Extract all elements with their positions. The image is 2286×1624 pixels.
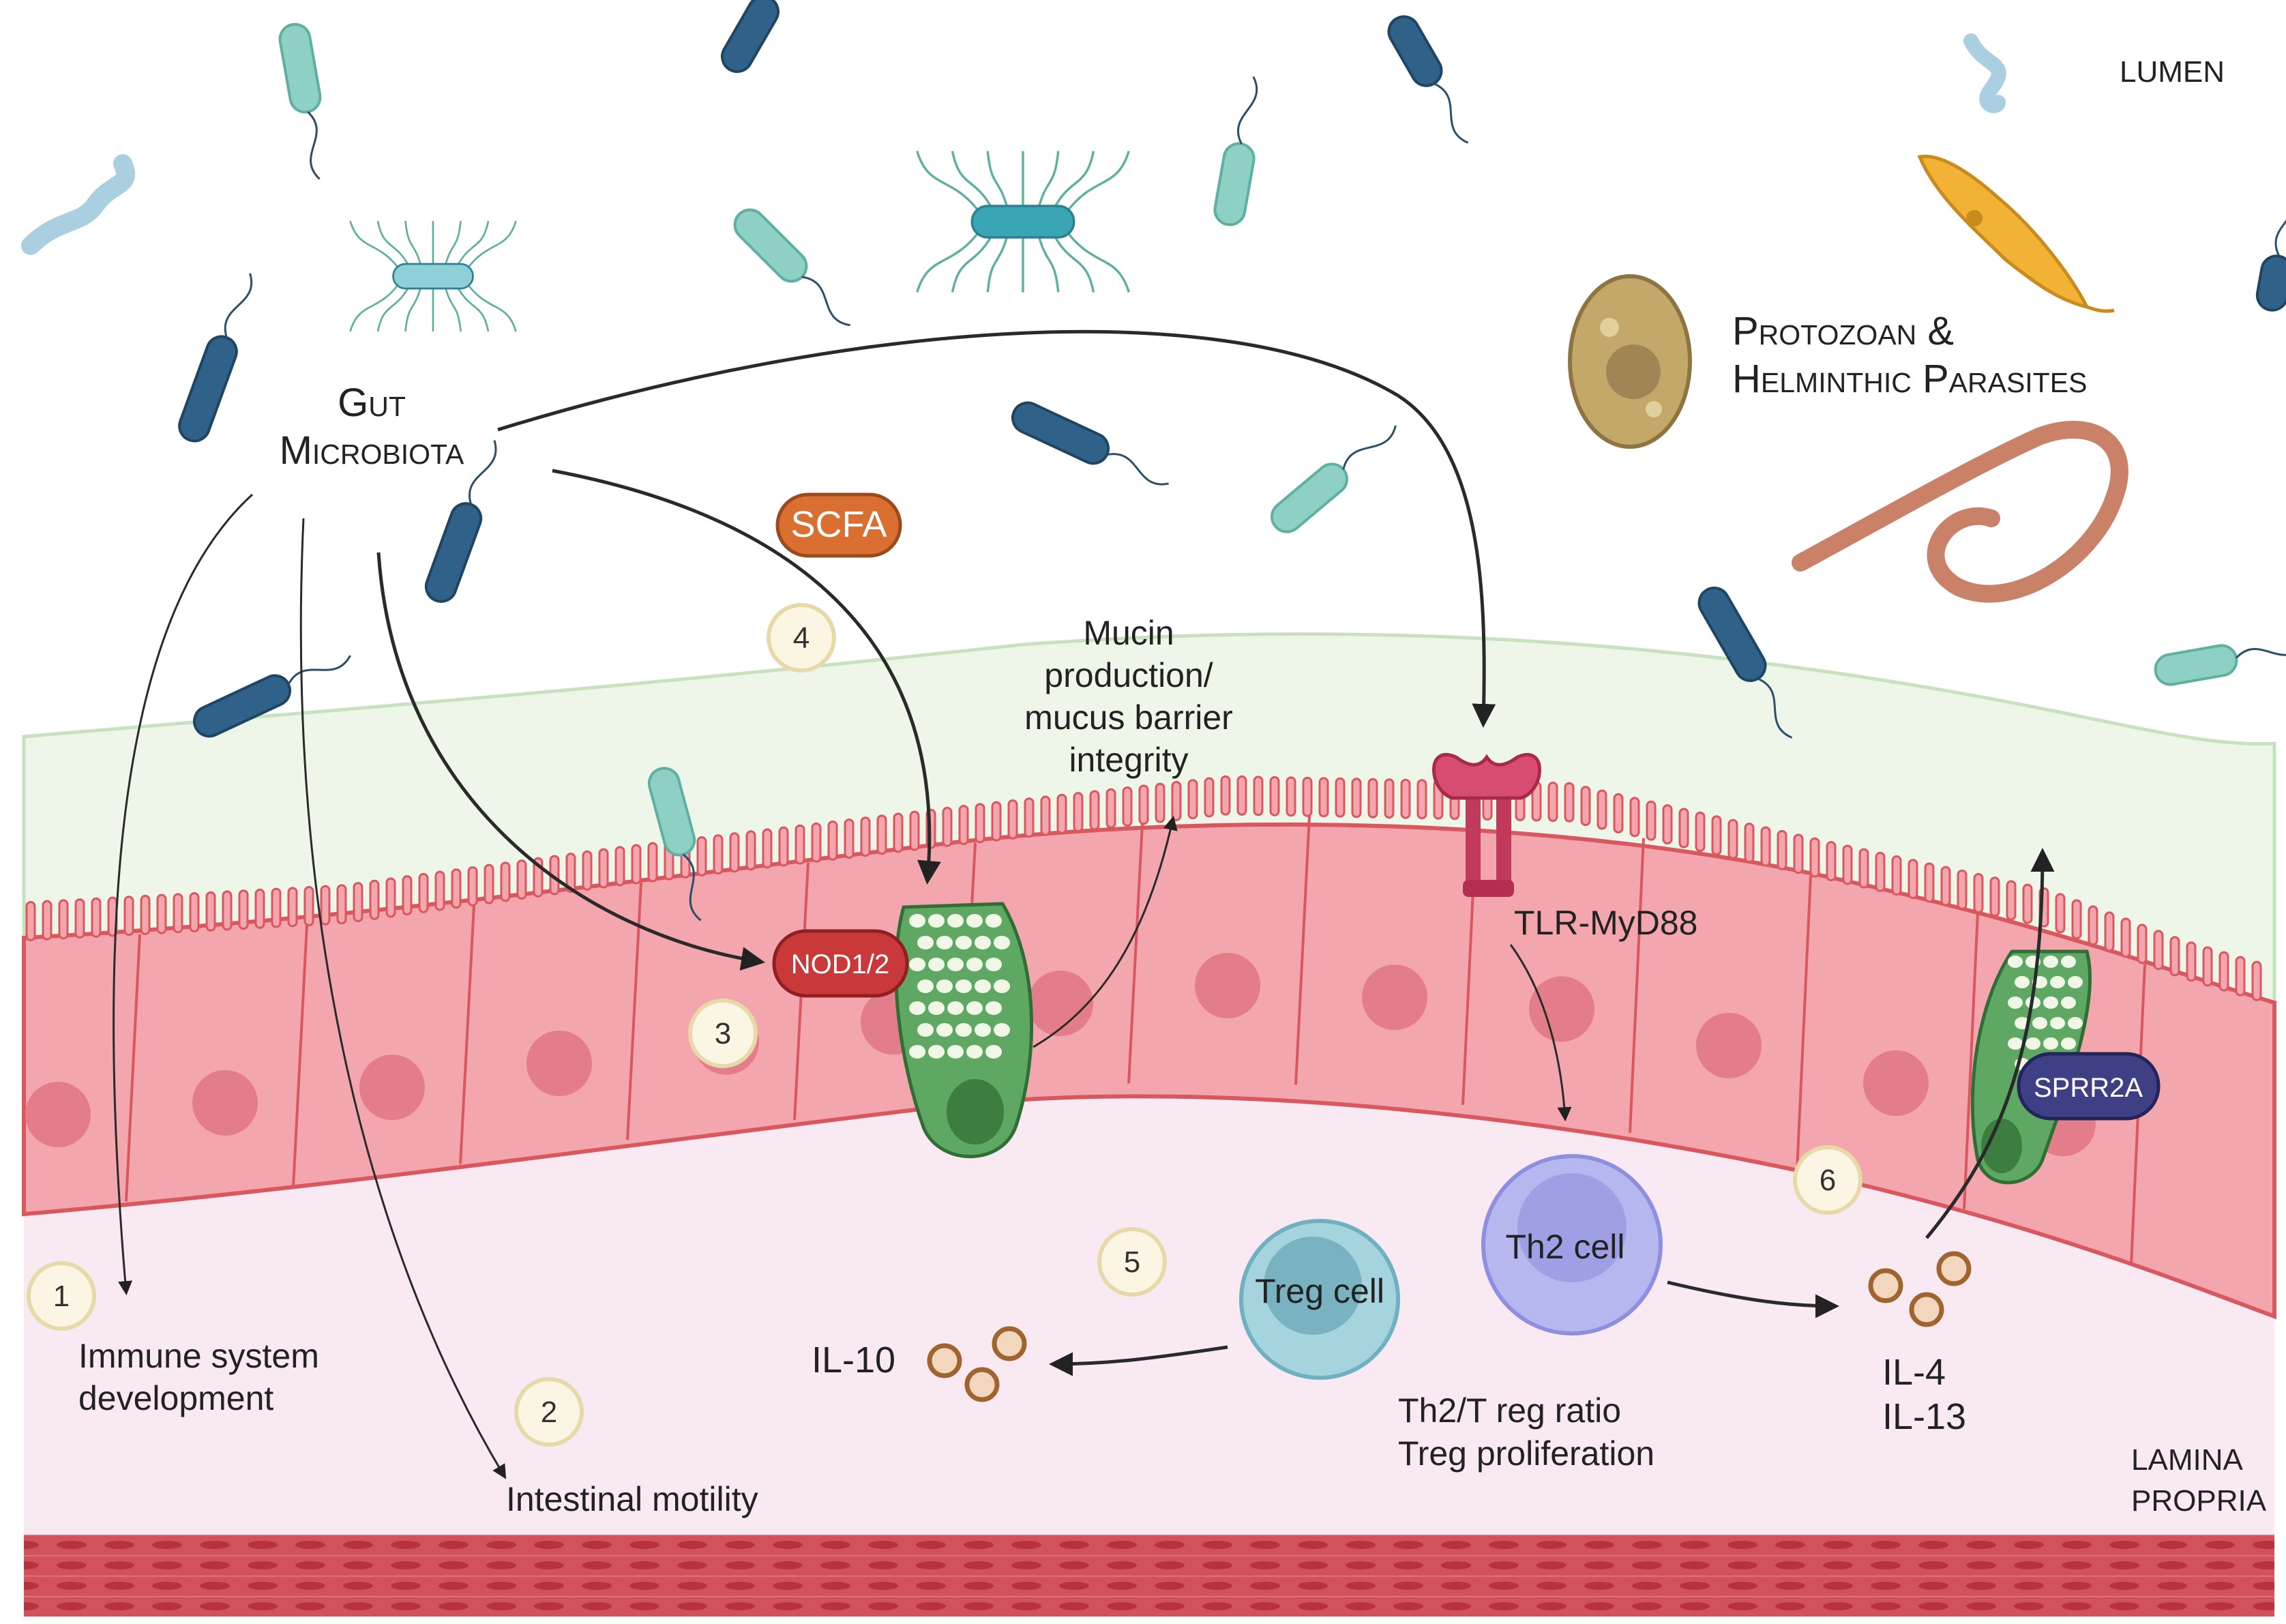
arrow-to-tlr [497,329,1496,728]
parasites-line1: Protozoan & [1732,309,1954,353]
step-4-number: 4 [793,621,810,655]
arrow-mucin [1033,815,1178,1048]
step-5-marker: 5 [1097,1227,1167,1297]
arrow-to-nod [376,552,765,971]
mucin-line2: production/ [1044,656,1213,694]
tlr-label: TLR-MyD88 [1514,904,1697,942]
lamina-label-line2: PROPRIA [2131,1484,2267,1518]
il13-label: IL-13 [1882,1396,1966,1437]
trypanosome-icon [1917,154,2115,313]
lumen-label: LUMEN [2120,55,2225,89]
treg-cell-label: Treg cell [1255,1272,1384,1310]
epithelium-band [22,822,2276,1320]
mucin-line4: integrity [1069,741,1188,779]
immune-line1: Immune system [78,1337,319,1375]
scfa-badge: SCFA [775,492,902,558]
muscle-layer [24,1535,2274,1616]
protozoan-icon [1568,274,1692,449]
arrow-treg-il10 [1049,1345,1228,1376]
step-1-number: 1 [53,1280,70,1313]
gut-microbiota-line1: Gut [338,381,406,425]
arrow-th2-il4 [1667,1280,1839,1318]
step-2-marker: 2 [514,1377,584,1447]
th2-cell: Th2 cell [1481,1154,1663,1335]
bacteria [21,0,2286,921]
arrow-to-motility [299,518,507,1479]
il10-cytokines-icon [927,1326,1027,1402]
goblet-cell-left [894,902,1034,1159]
step-6-number: 6 [1820,1164,1836,1197]
ratio-line1: Th2/T reg ratio [1398,1391,1621,1430]
mucin-line1: Mucin [1083,614,1174,652]
arrow-tlr-th2 [1509,944,1572,1122]
il4-cytokines-icon [1868,1251,1972,1327]
treg-cell: Treg cell [1239,1219,1400,1380]
scfa-label: SCFA [790,504,887,545]
arrow-il4-sprr2a [1925,848,2055,1239]
tlr-receptor [1432,753,1541,897]
lamina-label-line1: LAMINA [2131,1443,2243,1477]
il10-label: IL-10 [812,1340,895,1381]
motility-label: Intestinal motility [506,1480,758,1518]
gut-microbiota-line2: Microbiota [280,428,464,473]
nod-badge: NOD1/2 [772,929,909,998]
step-markers: 1 2 3 4 5 6 [27,603,1862,1447]
sprr2a-label: SPRR2A [2034,1073,2143,1103]
step-4-marker: 4 [767,603,836,673]
step-3-marker: 3 [688,999,758,1068]
step-1-marker: 1 [27,1261,96,1331]
mucin-line3: mucus barrier [1024,698,1233,737]
parasites-line2: Helminthic Parasites [1732,357,2087,401]
nod-label: NOD1/2 [791,949,890,979]
step-2-number: 2 [541,1396,557,1429]
helminth-icon [1792,421,2128,603]
step-5-number: 5 [1124,1245,1140,1279]
arrow-to-goblet [552,469,941,885]
arrow-to-immune [113,493,254,1296]
th2-cell-label: Th2 cell [1505,1228,1624,1266]
arrows [113,329,2055,1479]
step-3-number: 3 [715,1017,731,1050]
step-6-marker: 6 [1793,1145,1862,1215]
il4-label: IL-4 [1882,1352,1946,1393]
ratio-line2: Treg proliferation [1398,1434,1654,1473]
sprr2a-badge: SPRR2A [2017,1052,2161,1121]
immune-line2: development [78,1379,273,1417]
